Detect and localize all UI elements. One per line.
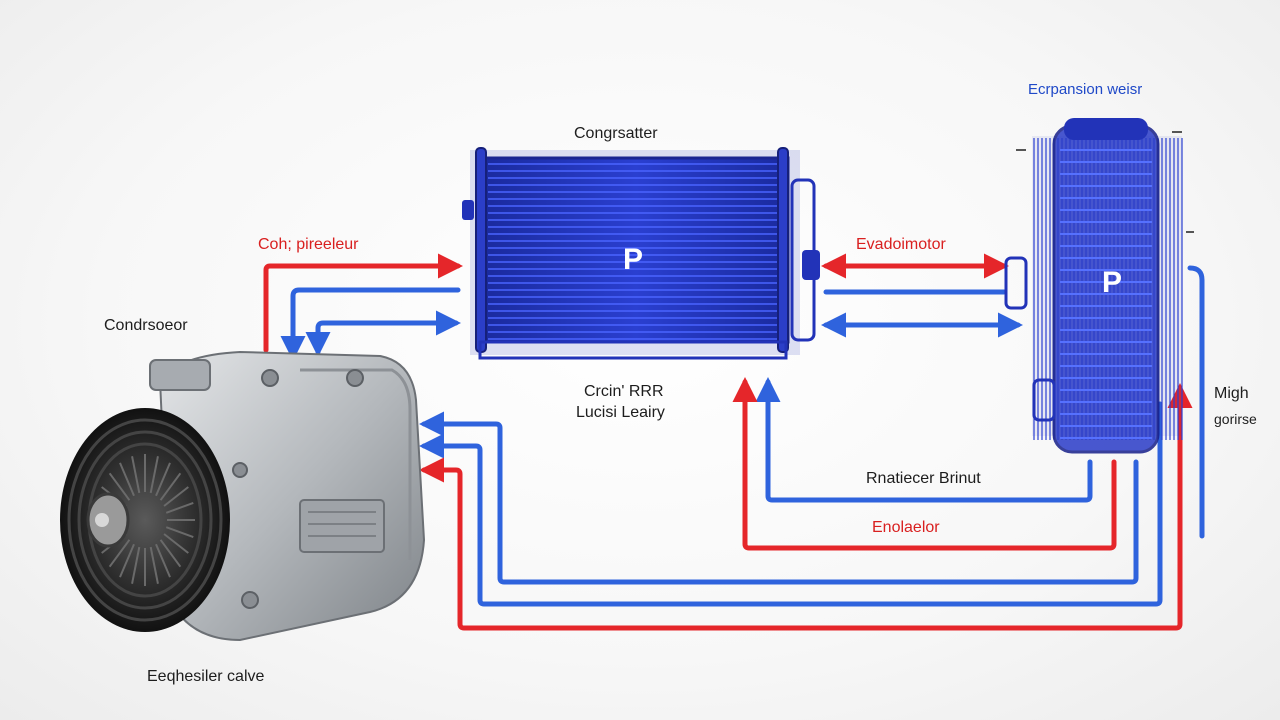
label-center-line2: Lucisi Leairy bbox=[576, 404, 665, 421]
label-high-pressure: Coh; pireeleur bbox=[258, 236, 359, 253]
condenser-coil-icon bbox=[462, 147, 820, 360]
pipe-network bbox=[263, 253, 1205, 631]
label-condenser: Congrsatter bbox=[574, 125, 658, 142]
label-evaporation: Enolaelor bbox=[872, 519, 940, 536]
label-expansion-valve-top: Ecrpansion weisr bbox=[1028, 81, 1143, 98]
label-side-line1: Migh bbox=[1214, 385, 1249, 402]
cold-line-bottom-inner bbox=[419, 411, 1139, 585]
cold-line-far-right bbox=[1187, 265, 1205, 539]
label-center-line1: Crcin' RRR bbox=[584, 383, 664, 400]
hot-line-evaporation bbox=[732, 377, 1117, 551]
ac-compressor-icon bbox=[60, 350, 426, 642]
label-evaporator-right: Evadoimotor bbox=[856, 236, 946, 253]
fin-edge-marks bbox=[1016, 131, 1194, 233]
cold-line-condenser-lower bbox=[305, 310, 461, 357]
hot-line-compressor-to-condenser bbox=[263, 253, 463, 353]
evaporator-mark: P bbox=[1102, 266, 1123, 299]
cold-line-condenser-left bbox=[280, 287, 461, 361]
condenser-mark: P bbox=[623, 243, 644, 276]
label-expansion-valve-bottom: Eeqhesiler calve bbox=[147, 668, 265, 685]
label-receiver: Rnatiecer Brinut bbox=[866, 470, 981, 487]
label-side-line2: gorirse bbox=[1214, 411, 1257, 427]
cold-line-receiver bbox=[755, 377, 1093, 503]
label-compressor: Condrsoeor bbox=[104, 317, 188, 334]
hot-line-bottom-outer bbox=[419, 383, 1193, 631]
evaporator-coil-icon bbox=[1004, 118, 1183, 454]
